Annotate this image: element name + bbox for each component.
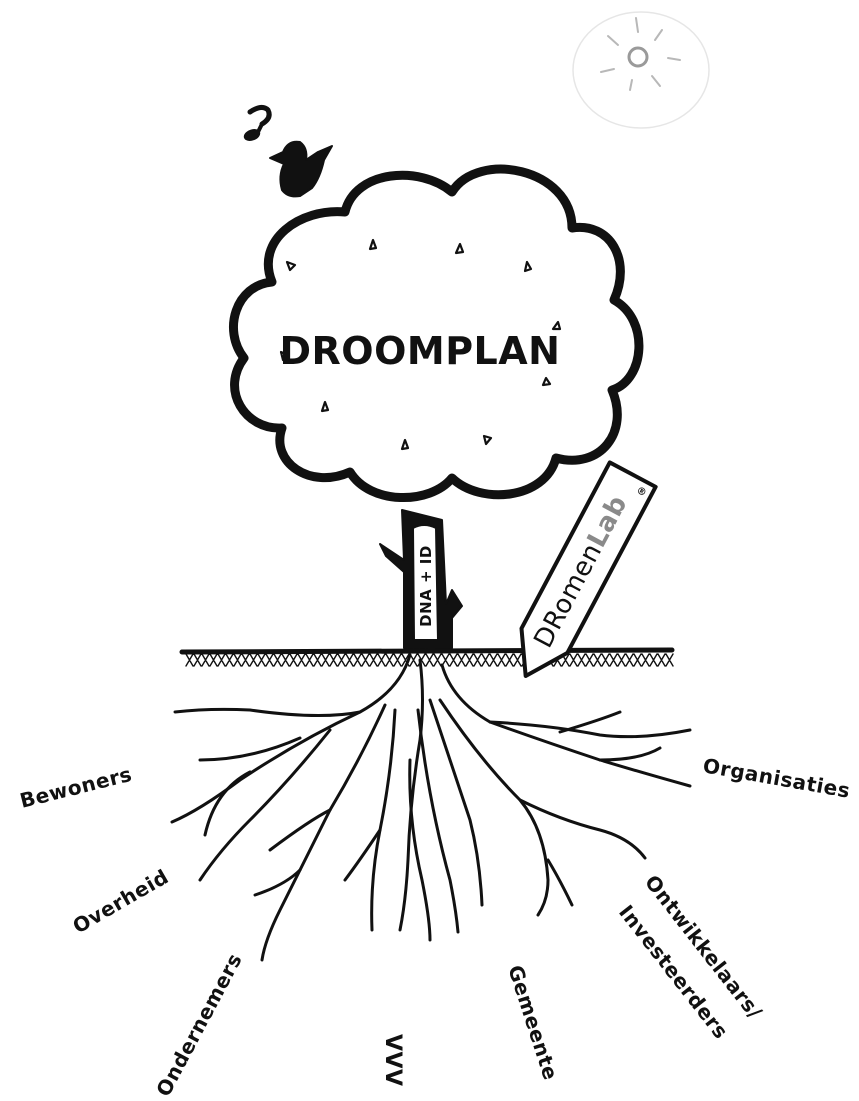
tree-crown — [229, 164, 644, 502]
crown-label: DROOMPLAN — [279, 329, 560, 373]
label-gemeente: Gemeente — [503, 962, 563, 1083]
label-vvv: VVV — [380, 1034, 405, 1087]
dromenlab-stake: DRomenLab ® — [519, 460, 658, 678]
label-organisaties: Organisaties — [701, 753, 852, 803]
music-note-icon — [243, 104, 272, 141]
tree-trunk — [379, 509, 463, 649]
sun-icon — [572, 11, 710, 129]
label-overheid: Overheid — [69, 864, 173, 938]
registered-mark: ® — [634, 485, 648, 500]
tree-roots — [170, 653, 692, 962]
bird-icon — [269, 140, 333, 198]
ground-line — [179, 647, 675, 667]
crown-leaf-marks — [279, 238, 562, 451]
label-ondernemers: Ondernemers — [151, 949, 247, 1100]
trunk-label: DNA + ID — [417, 545, 435, 627]
label-bewoners: Bewoners — [17, 762, 134, 813]
root-labels: Bewoners Overheid Ondernemers VVV Gemeen… — [17, 753, 852, 1100]
